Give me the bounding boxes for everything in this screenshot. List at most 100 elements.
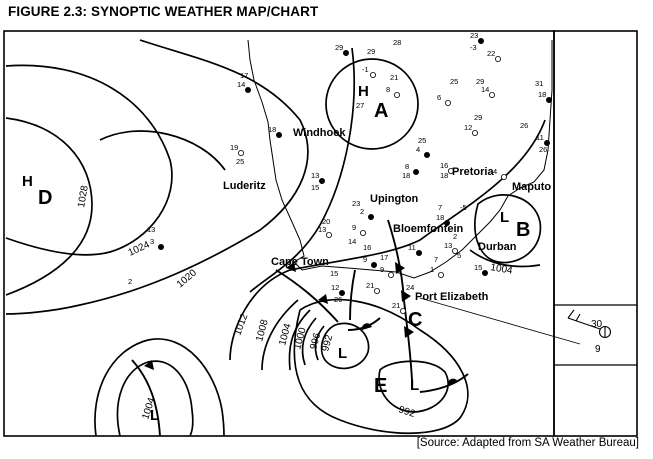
isobar-label-992: 992 [320,333,335,352]
station-circle-icon [325,231,332,238]
station-value: 4 [493,167,497,176]
low-pressure-label-east: L [410,377,419,394]
station-value: 11 [408,243,416,252]
isobar-996 [314,325,325,361]
isobar-label-1004-east: 1004 [489,262,513,277]
station-value: 12 [331,283,339,292]
legend-station-model [567,309,612,339]
station-value: 13 [147,225,155,234]
isobar-1004-maputo [474,194,542,264]
cold-front-triangle [318,294,328,304]
isobar-high-ring [99,130,226,171]
station-circle-icon [370,261,377,268]
legend-pointer [419,297,581,345]
isobar-1008 [261,299,299,371]
isobar-1008-sw [94,338,225,437]
isobar-992-low [320,322,370,370]
station-circle-icon [443,219,450,226]
station-value: 2 [128,277,132,286]
station-circle-icon [342,50,349,57]
station-circle-icon [546,97,553,104]
high-pressure-label-west: H [22,173,33,190]
place-maputo: Maputo [512,181,551,193]
station-value: 28 [393,38,401,47]
cold-front-triangle [395,262,405,274]
low-pressure-label-sw: L [150,407,159,424]
station-circle-icon [369,72,376,79]
cold-front-triangle [401,290,411,302]
station-value: 7 [434,255,438,264]
feature-c: C [408,309,422,331]
place-cape-town: Cape Town [271,256,329,268]
station-value: 15 [474,263,482,272]
station-value: 8 [405,162,409,171]
isobar-label-1024: 1024 [127,239,152,259]
legend-frame [553,30,638,437]
station-value: 29 [476,77,484,86]
station-circle-icon [157,243,164,250]
station-value: 14 [481,85,489,94]
station-value: 25 [236,157,244,166]
station-value: 19 [230,143,238,152]
station-circle-icon [399,307,406,314]
station-value: -1 [362,65,369,74]
station-circle-icon [237,149,244,156]
station-value: 1 [430,265,434,274]
station-circle-icon [415,249,422,256]
station-circle-icon [444,100,451,107]
legend-dew-point: 9 [595,344,601,355]
isobar-label-992-e: 992 [397,404,417,420]
station-value: 2 [453,232,457,241]
station-value: 5 [457,251,461,260]
station-value: -5 [460,203,467,212]
trough-line [349,269,356,321]
feature-d: D [38,187,52,209]
station-value: 2 [360,207,364,216]
station-value: 29 [335,43,343,52]
station-value: -3 [470,43,477,52]
low-pressure-label-south: L [338,345,347,362]
isobar-low-e-outer [293,298,469,435]
wind-feather-icon [567,309,575,319]
warm-front-semicircle [447,378,458,386]
station-value: 26 [539,145,547,154]
isobar-1024 [5,64,173,256]
cold-front-west [275,269,339,323]
place-luderitz: Luderitz [223,180,266,192]
station-value: 14 [348,237,356,246]
warm-front-e [419,373,469,393]
station-value: 4 [416,145,420,154]
place-windhoek: Windhoek [293,127,346,139]
station-circle-icon [481,269,488,276]
station-circle-icon [451,247,458,254]
station-value: 21 [392,301,400,310]
feature-e: E [374,375,387,397]
station-value: 18 [402,171,410,180]
station-value: 18 [436,213,444,222]
station-circle-icon [318,177,325,184]
isobar-1028 [5,117,93,296]
cold-front-triangle [144,360,154,370]
station-circle-icon [477,38,484,45]
station-circle-icon [373,287,380,294]
isobar-1020 [5,39,309,315]
station-value: 13 [444,241,452,250]
station-value: 13 [318,225,326,234]
station-circle-icon [488,92,495,99]
station-value: 21 [366,281,374,290]
station-circle-icon [437,271,444,278]
station-circle-icon [494,56,501,63]
cold-front-sw [131,359,161,437]
station-value: 18 [440,171,448,180]
station-circle-icon [471,129,478,136]
isobar-label-1020: 1020 [175,267,199,290]
station-value: 9 [380,265,384,274]
feature-a: A [374,100,388,122]
station-value: 7 [438,203,442,212]
station-circle-icon [423,151,430,158]
station-value: 31 [535,79,543,88]
isobar-label-1028: 1028 [76,184,91,208]
station-value: 22 [487,49,495,58]
station-value: 25 [450,77,458,86]
